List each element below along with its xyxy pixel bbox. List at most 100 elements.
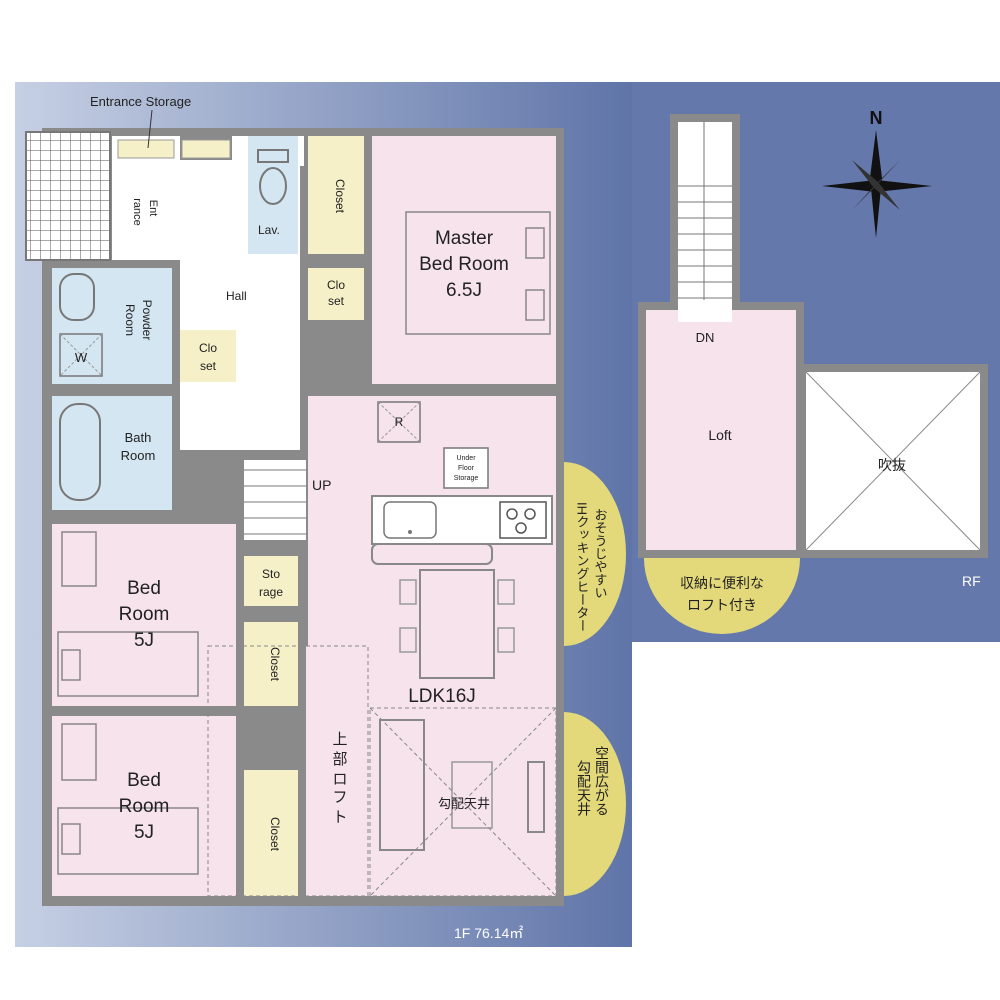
north-label: N	[870, 108, 883, 128]
north-compass-icon	[822, 130, 932, 238]
powder-room-label: Powder Room	[123, 300, 154, 341]
sloped-ceiling-label: 勾配天井	[438, 796, 490, 811]
loft-label: Loft	[708, 427, 731, 443]
svg-text:IHクッキングヒーター: IHクッキングヒーター	[575, 502, 590, 632]
master-bedroom-floor	[372, 136, 556, 384]
shoe-cabinet	[181, 139, 231, 159]
svg-text:勾配天井: 勾配天井	[576, 760, 592, 817]
bathtub-icon	[59, 403, 101, 501]
lav-label: Lav.	[258, 223, 280, 237]
svg-text:Clo: Clo	[199, 341, 217, 355]
svg-text:空間広がる: 空間広がる	[594, 746, 610, 816]
washer-box	[59, 333, 103, 377]
bath-room-label: Bath Room	[121, 430, 156, 463]
entrance-porch	[25, 131, 111, 261]
bed-1-icon	[57, 531, 199, 697]
svg-text:部: 部	[332, 751, 347, 768]
svg-text:Clo: Clo	[327, 278, 345, 292]
svg-text:5J: 5J	[134, 630, 154, 651]
stair-area	[244, 460, 306, 540]
bed-2-icon	[57, 723, 199, 875]
loft-floor	[646, 310, 796, 550]
svg-text:ロ: ロ	[332, 771, 347, 788]
svg-text:おそうじやすい: おそうじやすい	[593, 508, 608, 599]
entrance-storage-label: Entrance Storage	[90, 94, 191, 109]
svg-text:収納に便利な: 収納に便利な	[680, 575, 764, 591]
svg-text:Room: Room	[123, 304, 137, 336]
loft-stair-top	[678, 300, 732, 322]
loft-storage-callout: 収納に便利な ロフト付き	[644, 558, 800, 634]
washbasin-icon	[59, 273, 95, 321]
sofa	[379, 719, 425, 851]
svg-text:ロフト付き: ロフト付き	[687, 597, 757, 613]
coffee-table	[451, 761, 493, 829]
svg-text:rance: rance	[131, 198, 143, 226]
bedroom-2-floor	[52, 716, 236, 896]
svg-text:Bed: Bed	[127, 770, 161, 791]
stair-1f	[244, 469, 306, 535]
upper-loft-label: 上 部 ロ フ ト	[332, 731, 347, 826]
under-floor-storage-label: Under Floor Storage	[454, 455, 479, 482]
closet-1	[308, 136, 364, 254]
svg-text:Sto: Sto	[262, 567, 280, 581]
storage-label: Sto rage	[259, 567, 283, 599]
master-bedroom-label: Master Bed Room 6.5J	[419, 228, 509, 301]
rf-label: RF	[962, 573, 981, 589]
svg-text:Room: Room	[119, 604, 170, 625]
svg-text:Ent: Ent	[147, 200, 159, 217]
dn-label: DN	[696, 330, 715, 345]
svg-text:Room: Room	[119, 796, 170, 817]
spacious-ceiling-callout: 空間広がる 勾配天井	[564, 712, 626, 896]
closet-5	[244, 770, 298, 896]
svg-text:Room: Room	[121, 448, 156, 463]
svg-text:set: set	[200, 359, 217, 373]
refrigerator-label: R	[395, 415, 404, 429]
bedroom-2-label: Bed Room 5J	[119, 770, 170, 843]
svg-text:フ: フ	[332, 789, 347, 806]
svg-text:Bed: Bed	[127, 578, 161, 599]
entrance-storage-shelf	[117, 139, 175, 159]
svg-text:set: set	[328, 294, 345, 308]
ih-heater-callout: おそうじやすい IHクッキングヒーター	[564, 462, 626, 646]
svg-text:Under: Under	[456, 455, 476, 462]
toilet-room	[248, 136, 298, 254]
svg-text:Bed Room: Bed Room	[419, 254, 509, 275]
sloped-ceiling-lines	[369, 707, 557, 897]
upper-loft-corridor	[306, 646, 368, 896]
ih-cooktop-icon	[499, 501, 547, 539]
svg-text:rage: rage	[259, 585, 283, 599]
closet-2	[308, 268, 364, 320]
hall-label: Hall	[226, 289, 247, 303]
ldk-label: LDK16J	[408, 686, 476, 707]
svg-text:Bath: Bath	[125, 430, 152, 445]
svg-text:6.5J: 6.5J	[446, 280, 482, 301]
loft-above-dashed	[207, 645, 369, 897]
master-bed-icon	[405, 211, 551, 335]
svg-text:Master: Master	[435, 228, 494, 249]
dining-chairs	[399, 579, 515, 653]
svg-text:ト: ト	[332, 809, 347, 826]
svg-text:Floor: Floor	[458, 465, 475, 472]
entrance-label: Ent rance	[131, 198, 159, 226]
bedroom-1-label: Bed Room 5J	[119, 578, 170, 651]
loft-stair-inner	[678, 122, 732, 318]
up-label: UP	[312, 477, 331, 493]
toilet-icon	[257, 149, 289, 205]
tv-board	[527, 761, 545, 833]
closet-1-label: Closet	[333, 179, 347, 214]
closet-3-label: Clo set	[199, 341, 217, 373]
floor-area-label: 1F 76.14㎡	[454, 925, 523, 941]
kitchen-sink	[383, 501, 437, 539]
closet-2-label: Clo set	[327, 278, 345, 308]
kitchen-bar	[371, 543, 493, 565]
svg-text:Powder: Powder	[140, 300, 154, 341]
sink-drain	[408, 530, 412, 534]
dining-table	[419, 569, 495, 679]
refrigerator	[377, 401, 421, 443]
washer-label: W	[75, 350, 88, 365]
under-floor-storage	[443, 447, 489, 489]
svg-text:5J: 5J	[134, 822, 154, 843]
closet-4	[244, 622, 298, 706]
void-label: 吹抜	[878, 457, 906, 473]
